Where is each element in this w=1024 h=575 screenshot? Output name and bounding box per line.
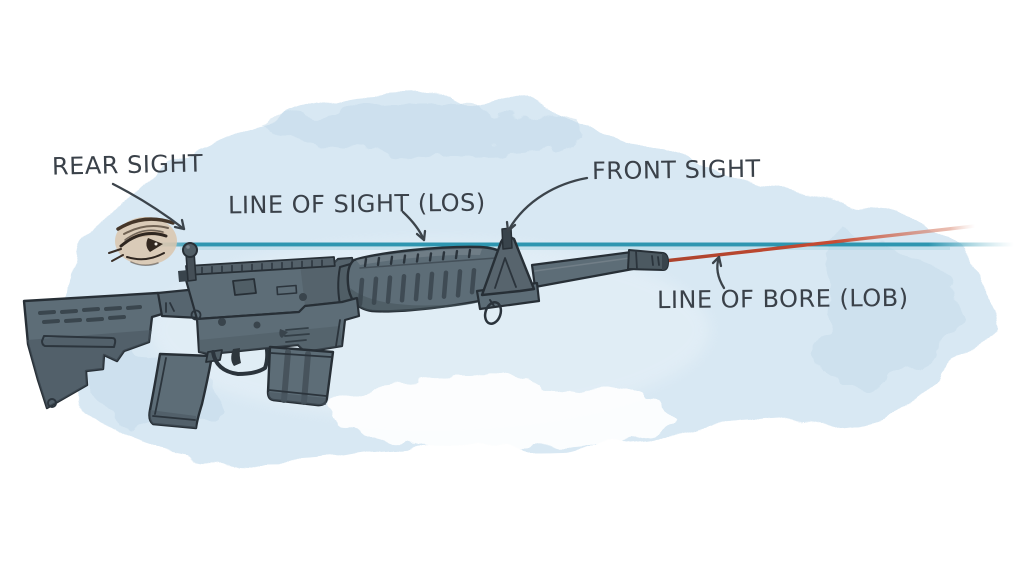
line-of-bore-label: LINE OF BORE (LOB)	[656, 283, 909, 315]
line-of-bore-line	[663, 224, 976, 263]
trigger-guard	[211, 348, 270, 376]
rifle-magazine	[266, 345, 335, 407]
line-of-sight-line	[160, 242, 1014, 250]
rifle-pistol-grip	[148, 349, 223, 430]
rifle-buttstock	[22, 291, 167, 410]
rear-sight-post	[182, 242, 198, 282]
rifle-lower-receiver	[190, 296, 361, 356]
front-sight-arrow	[505, 176, 589, 233]
line-of-sight-arrow	[401, 210, 427, 242]
rifle-flash-hider	[627, 249, 669, 271]
rifle-handguard	[346, 245, 511, 313]
trigger	[231, 348, 241, 366]
rear-sight-arrow	[111, 182, 186, 231]
rear-sight-label: REAR SIGHT	[51, 149, 204, 181]
sling-swivel-loop	[483, 301, 503, 325]
eye-sketch	[108, 217, 177, 266]
front-sight-assembly	[475, 227, 541, 325]
front-sight-label: FRONT SIGHT	[591, 154, 761, 186]
rifle-illustration	[22, 227, 669, 430]
line-of-bore-arrow	[711, 255, 726, 290]
line-of-sight-label: LINE OF SIGHT (LOS)	[227, 188, 486, 220]
annotation-arrows	[111, 176, 726, 290]
